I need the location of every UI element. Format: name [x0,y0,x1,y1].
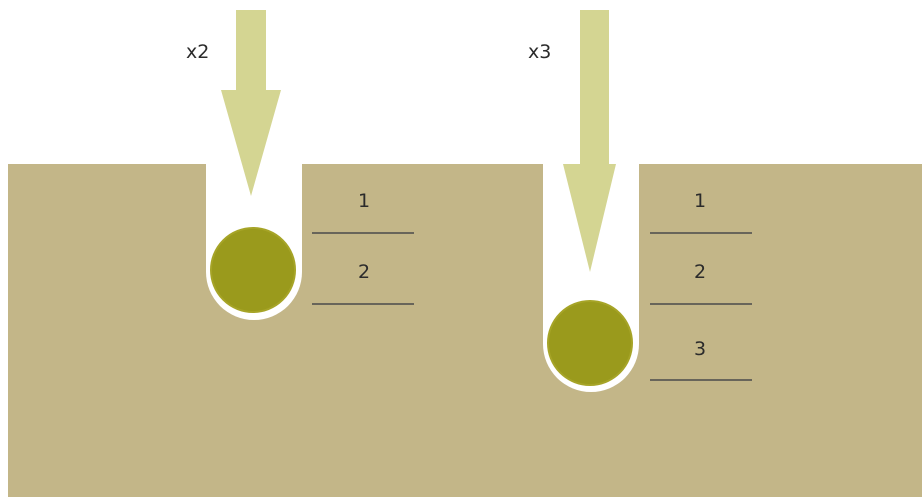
left-depth-scale: 1 2 [312,190,414,305]
right-down-arrow [563,10,616,272]
right-multiplier-label: x3 [528,41,551,63]
soil [8,164,922,497]
right-depth-scale: 1 2 3 [650,190,752,381]
left-seed [210,227,296,313]
right-depth-label-2: 2 [694,261,706,283]
left-down-arrow [221,10,281,196]
left-multiplier-label: x2 [186,41,209,63]
left-depth-label-2: 2 [358,261,370,283]
right-depth-label-1: 1 [694,190,706,212]
left-depth-label-1: 1 [358,190,370,212]
right-seed [547,300,633,386]
right-depth-label-3: 3 [694,338,706,360]
